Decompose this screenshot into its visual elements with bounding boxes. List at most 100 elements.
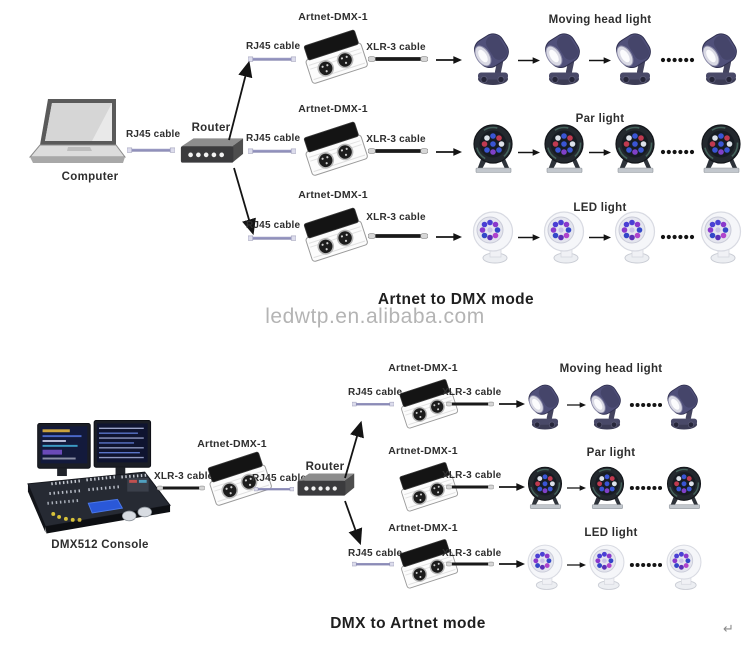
artnet-converter-icon [300, 28, 370, 86]
converter-label: Artnet-DMX-1 [298, 103, 368, 115]
xlr3-cable-icon [368, 231, 428, 241]
par-light-icon [612, 122, 658, 178]
moving-head-light-icon [587, 381, 627, 431]
router-label: Router [305, 461, 345, 473]
rj45-cable-label: RJ45 cable [246, 41, 301, 52]
ellipsis-dots-icon [659, 149, 695, 155]
rj45-cable-label: RJ45 cable [348, 387, 403, 398]
xlr3-cable-icon [446, 482, 494, 492]
xlr3-cable-label: XLR-3 cable [442, 387, 502, 398]
rj45-cable-icon [248, 234, 296, 242]
moving-head-light-icon [470, 30, 516, 86]
par-light-icon [525, 464, 565, 514]
computer-label: Computer [61, 171, 119, 183]
led-light-icon [541, 208, 587, 264]
chain-arrow-icon [567, 484, 586, 492]
ellipsis-dots-icon [629, 402, 662, 408]
chain-arrow-icon [518, 233, 540, 242]
top-diagram-title: Artnet to DMX mode [377, 291, 535, 308]
computer-laptop-icon [28, 97, 128, 169]
converter-label: Artnet-DMX-1 [388, 445, 458, 457]
led-light-icon [587, 541, 627, 591]
arrow-icon [499, 559, 525, 569]
arrow-icon [499, 399, 525, 409]
moving-head-light-icon [541, 30, 587, 86]
rj45-cable-icon [127, 146, 175, 154]
rj45-cable-label: RJ45 cable [246, 220, 301, 231]
light-type-label: Moving head light [559, 363, 663, 375]
chain-arrow-icon [589, 56, 611, 65]
arrow-router-to-branch3 [344, 500, 363, 546]
bottom-diagram-title: DMX to Artnet mode [330, 615, 486, 632]
chain-arrow-icon [518, 148, 540, 157]
xlr3-cable-label: XLR-3 cable [442, 548, 502, 559]
converter-label: Artnet-DMX-1 [298, 189, 368, 201]
led-light-icon [470, 208, 516, 264]
xlr3-cable-label: XLR-3 cable [366, 134, 426, 145]
led-light-icon [664, 541, 704, 591]
xlr3-cable-icon [446, 399, 494, 409]
light-type-label: Par light [586, 447, 636, 459]
light-type-label: Par light [575, 113, 625, 125]
converter-label: Artnet-DMX-1 [388, 362, 458, 374]
rj45-cable-icon [248, 147, 296, 155]
xlr3-cable-label: XLR-3 cable [442, 470, 502, 481]
arrow-router-to-branch3 [233, 167, 256, 236]
chain-arrow-icon [518, 56, 540, 65]
console-label: DMX512 Console [51, 539, 149, 551]
converter-label: Artnet-DMX-1 [197, 438, 267, 450]
moving-head-light-icon [664, 381, 704, 431]
chain-arrow-icon [567, 401, 586, 409]
xlr3-cable-label: XLR-3 cable [154, 471, 214, 482]
arrow-icon [436, 55, 462, 65]
xlr3-cable-label: XLR-3 cable [366, 42, 426, 53]
dmx512-console-icon [26, 416, 172, 538]
chain-arrow-icon [567, 561, 586, 569]
moving-head-light-icon [612, 30, 658, 86]
converter-label: Artnet-DMX-1 [388, 522, 458, 534]
chain-arrow-icon [589, 148, 611, 157]
arrow-icon [436, 232, 462, 242]
converter-label: Artnet-DMX-1 [298, 11, 368, 23]
rj45-cable-icon [248, 55, 296, 63]
artnet-converter-icon [300, 206, 370, 264]
par-light-icon [698, 122, 744, 178]
arrow-router-to-branch1 [228, 60, 253, 141]
arrow-router-to-branch1 [344, 420, 364, 479]
xlr3-cable-icon [368, 54, 428, 64]
xlr3-cable-icon [446, 559, 494, 569]
xlr3-cable-icon [368, 146, 428, 156]
par-light-icon [470, 122, 516, 178]
light-type-label: Moving head light [548, 14, 652, 26]
moving-head-light-icon [525, 381, 565, 431]
rj45-cable-label: RJ45 cable [348, 548, 403, 559]
light-type-label: LED light [584, 527, 638, 539]
par-light-icon [664, 464, 704, 514]
chain-arrow-icon [589, 233, 611, 242]
rj45-cable-label: RJ45 cable [252, 473, 307, 484]
ellipsis-dots-icon [659, 234, 695, 240]
xlr3-cable-icon [157, 483, 205, 493]
rj45-cable-label: RJ45 cable [126, 129, 181, 140]
ellipsis-dots-icon [629, 485, 662, 491]
light-type-label: LED light [573, 202, 627, 214]
par-light-icon [587, 464, 627, 514]
ellipsis-dots-icon [659, 57, 695, 63]
rj45-cable-label: RJ45 cable [246, 133, 301, 144]
watermark-text: ledwtp.en.alibaba.com [265, 305, 485, 328]
rj45-cable-icon [352, 400, 394, 408]
artnet-converter-icon [300, 120, 370, 178]
led-light-icon [612, 208, 658, 264]
led-light-icon [525, 541, 565, 591]
led-light-icon [698, 208, 744, 264]
par-light-icon [541, 122, 587, 178]
arrow-icon [499, 482, 525, 492]
ellipsis-dots-icon [629, 562, 662, 568]
moving-head-light-icon [698, 30, 744, 86]
arrow-icon [436, 147, 462, 157]
router-label: Router [191, 122, 231, 134]
xlr3-cable-label: XLR-3 cable [366, 212, 426, 223]
rj45-cable-icon [254, 485, 294, 493]
rj45-cable-icon [352, 560, 394, 568]
